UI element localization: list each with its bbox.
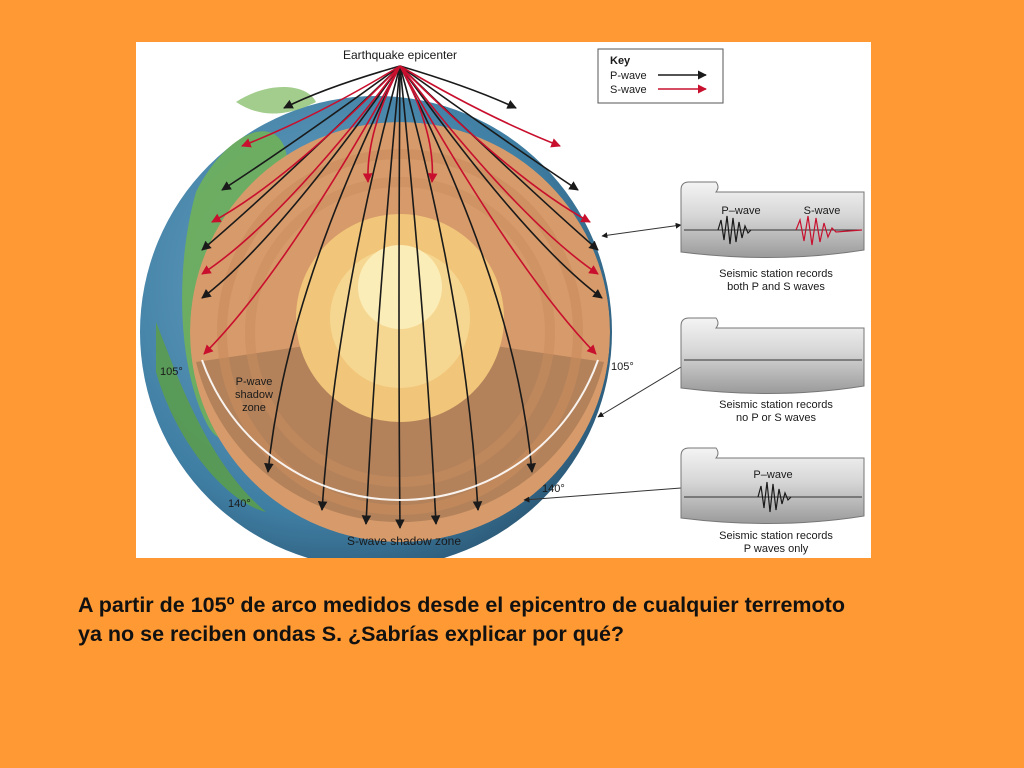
station-3-caption-line-2: P waves only (744, 543, 809, 555)
epicenter-label: Earthquake epicenter (343, 48, 457, 62)
station-2-caption-line-1: Seismic station records (719, 399, 833, 411)
station-3-caption-line-1: Seismic station records (719, 530, 833, 542)
slide-caption: A partir de 105º de arco medidos desde e… (78, 591, 1008, 649)
seismic-station-3: P–wave Seismic station records P waves o… (680, 447, 865, 555)
angle-label-left-140: 140° (228, 498, 251, 510)
station-3-p-wave-label: P–wave (753, 469, 792, 481)
seismic-station-1: P–wave S-wave Seismic station records bo… (680, 181, 865, 293)
seismic-wave-diagram: Earthquake epicenter Key P-wave S-wave 1… (136, 42, 871, 558)
station-1-s-wave-label: S-wave (804, 205, 841, 217)
s-wave-trace (795, 215, 863, 246)
svg-text:P-wave: P-wave (236, 376, 273, 388)
caption-line-2: ya no se reciben ondas S. ¿Sabrías expli… (78, 622, 625, 646)
station-1-caption-line-2: both P and S waves (727, 281, 825, 293)
seismic-station-2: Seismic station records no P or S waves (680, 317, 865, 424)
station-2-caption-line-2: no P or S waves (736, 412, 816, 424)
s-wave-rays (201, 65, 599, 355)
p-wave-shadow-zone-label: P-wave shadow zone (235, 376, 273, 414)
s-wave-shadow-zone-arc (201, 359, 599, 501)
angle-label-right-105: 105° (611, 361, 634, 373)
s-wave-shadow-zone-label: S-wave shadow zone (347, 534, 461, 548)
p-wave-trace (757, 481, 792, 513)
inner-core (358, 245, 442, 329)
legend-s-wave-label: S-wave (610, 84, 647, 96)
legend-key: Key P-wave S-wave (597, 48, 724, 104)
p-wave-trace (717, 215, 752, 245)
p-wave-rays (201, 65, 603, 529)
angle-label-left-105: 105° (160, 366, 183, 378)
svg-text:zone: zone (242, 402, 266, 414)
angle-label-right-140: 140° (542, 483, 565, 495)
legend-p-wave-label: P-wave (610, 70, 647, 82)
legend-title: Key (610, 55, 631, 67)
station-1-p-wave-label: P–wave (721, 205, 760, 217)
svg-text:shadow: shadow (235, 389, 273, 401)
station-leader-lines (523, 222, 682, 503)
caption-line-1: A partir de 105º de arco medidos desde e… (78, 593, 845, 617)
station-1-caption-line-1: Seismic station records (719, 268, 833, 280)
